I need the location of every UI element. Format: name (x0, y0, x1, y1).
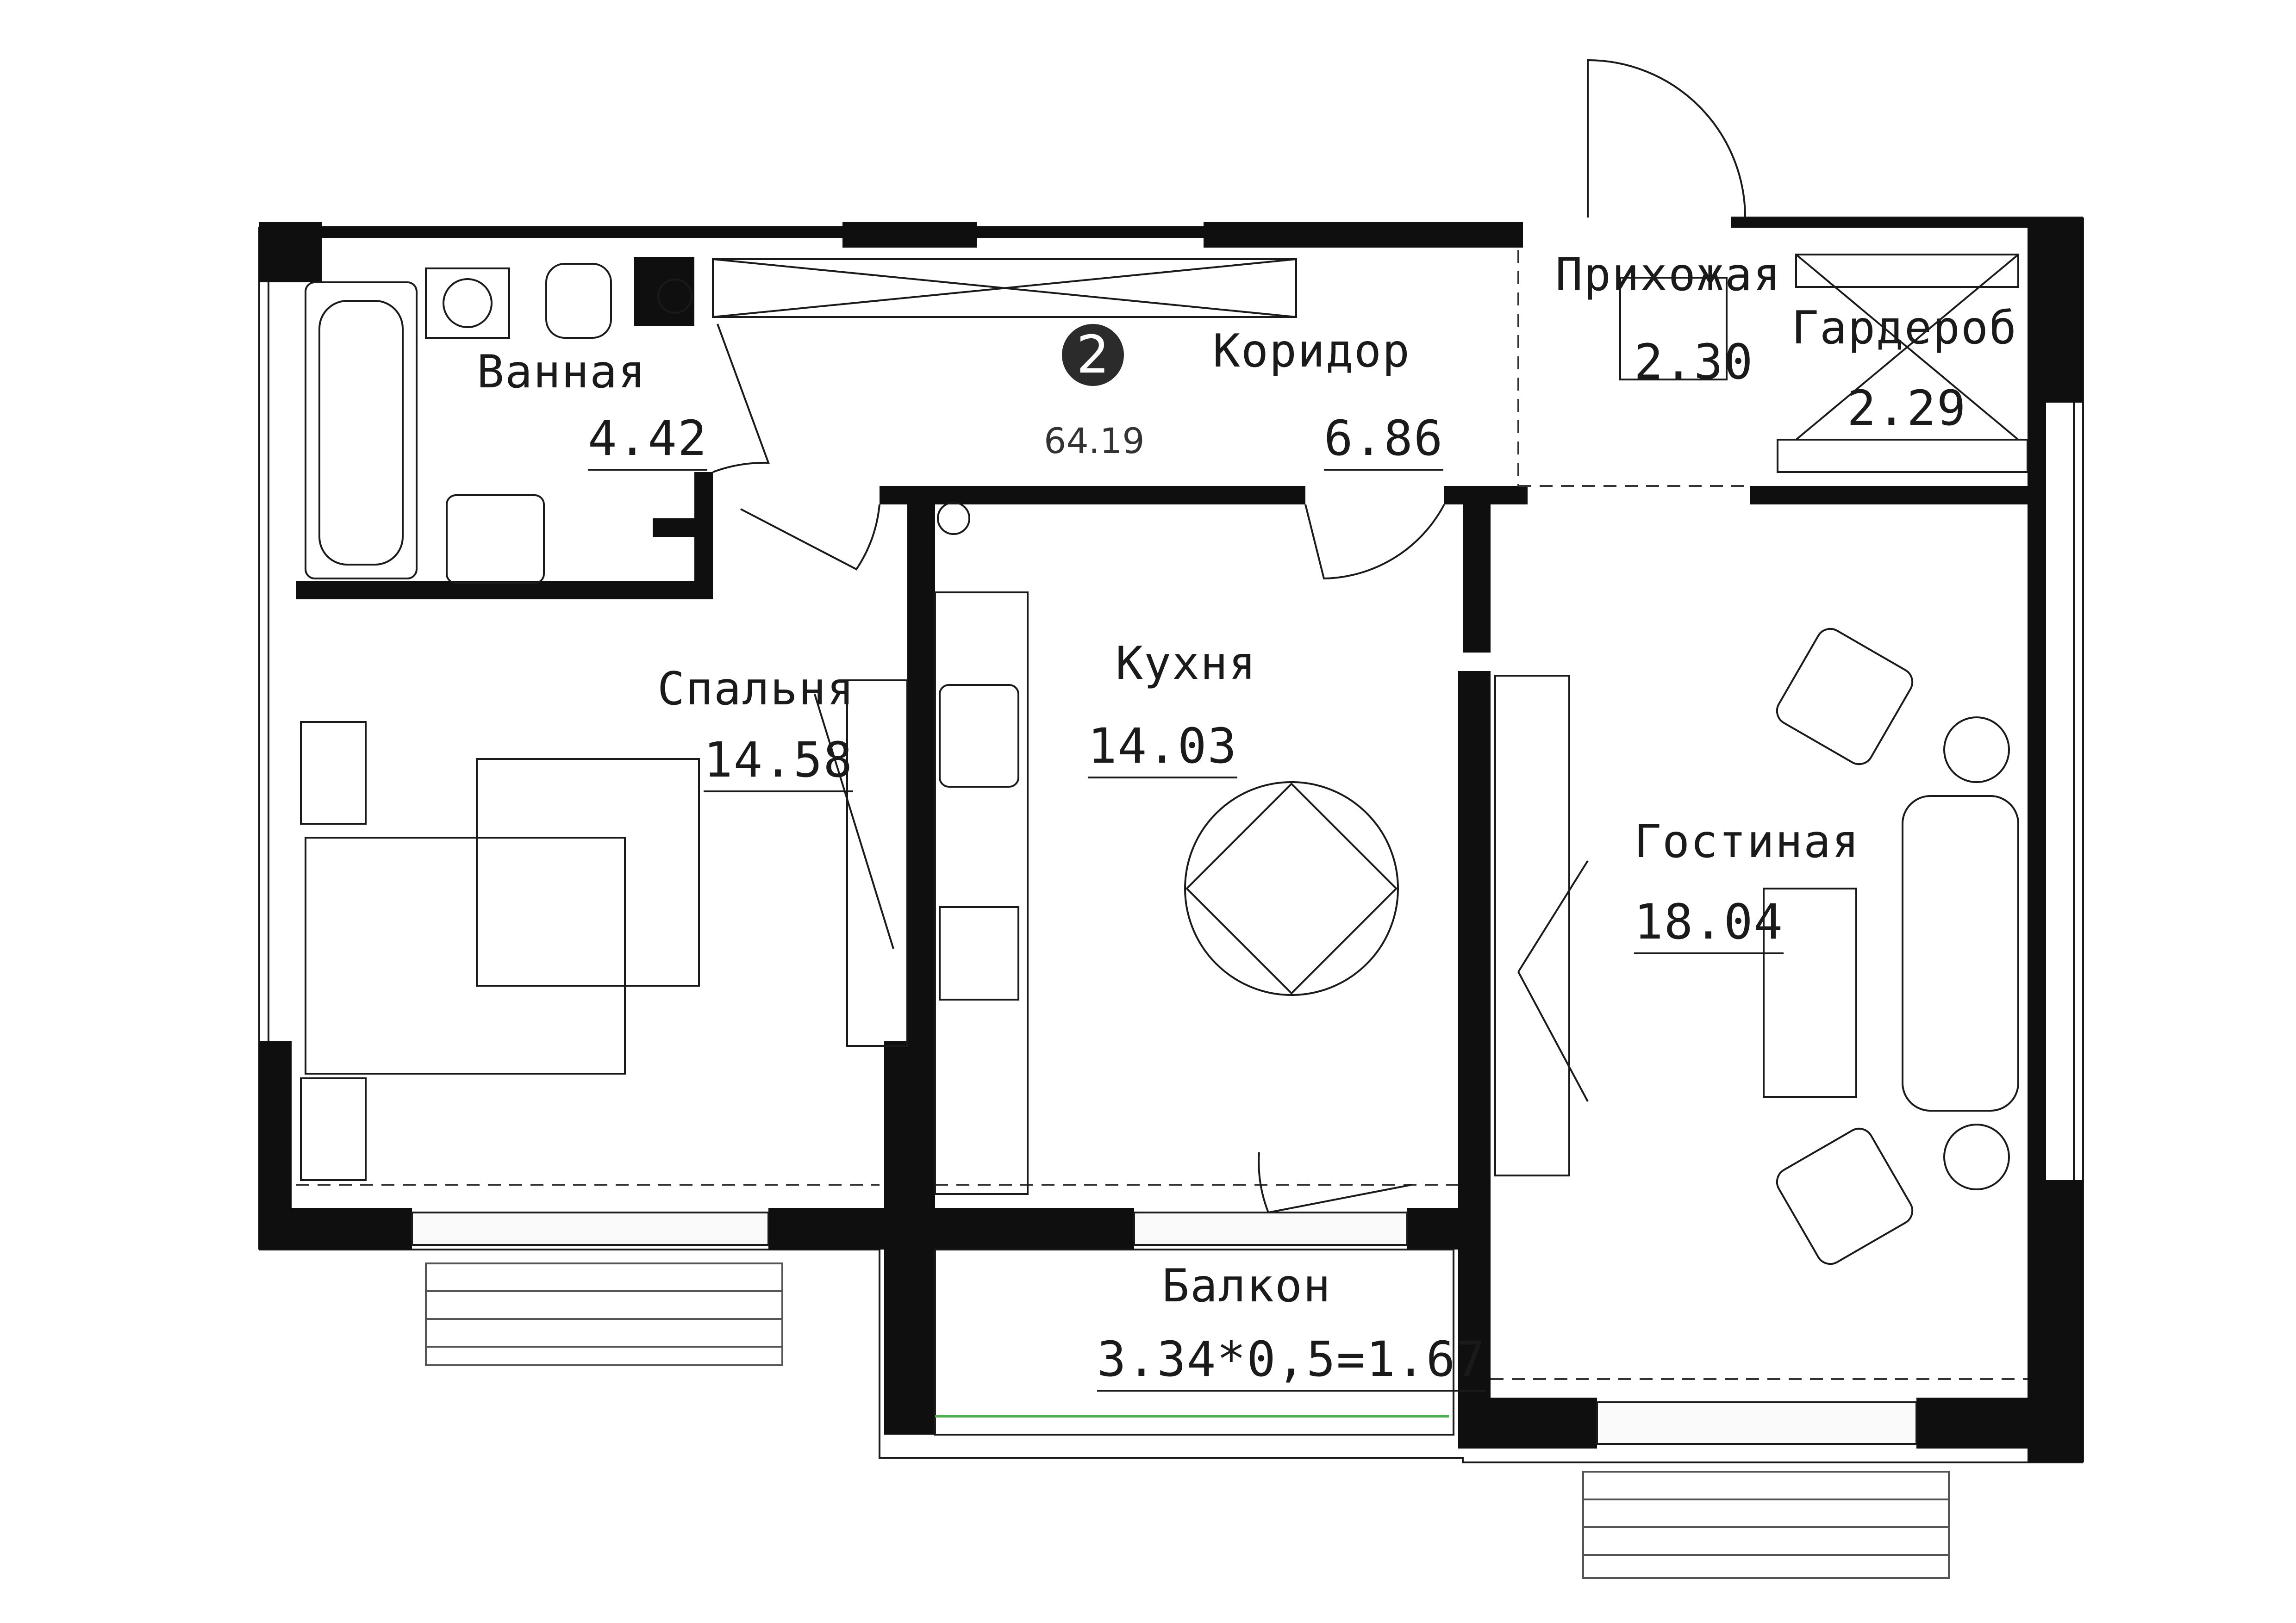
room-name-living: Гостиная (1634, 815, 1860, 868)
entrance-door-swing (1587, 59, 1746, 218)
room-name-kitchen: Кухня (1116, 637, 1257, 690)
kitchen-door (1304, 504, 1445, 580)
wall-bottom-living-r (1916, 1398, 2083, 1449)
wall-kitchen-top (880, 486, 1305, 504)
wardrobe-shelf (1795, 254, 2019, 288)
wall-top-block-1 (842, 222, 977, 248)
room-name-hallway: Прихожая (1555, 249, 1782, 301)
riser-pipe (657, 279, 693, 314)
bathtub-inner (318, 300, 404, 566)
bathtub (305, 281, 418, 579)
bed (305, 837, 626, 1075)
wall-right (2028, 403, 2046, 1180)
bedroom-tv-stand (846, 679, 908, 1047)
bedroom-door (740, 504, 880, 571)
dining-area (1184, 781, 1399, 996)
bathroom-door (712, 323, 770, 473)
total-area: 64.19 (1044, 420, 1145, 461)
wall-shaft-top (634, 257, 694, 326)
washing-machine-drum (443, 278, 493, 328)
wall-bottom-left (292, 1208, 412, 1250)
living-tv-stand (1494, 675, 1570, 1176)
wall-wardrobe-bottom (1750, 486, 2046, 504)
dining-table (1185, 782, 1398, 995)
window-kitchen (1133, 1212, 1408, 1246)
window-living (1596, 1401, 1917, 1445)
toilet (545, 263, 612, 339)
room-area-wardrobe: 2.29 (1847, 380, 1967, 436)
room-area-hallway: 2.30 (1634, 334, 1754, 390)
room-area-bathroom: 4.42 (588, 414, 708, 471)
rooms-count: 2 (1076, 325, 1110, 385)
wall-left-bottom (259, 1041, 292, 1250)
room-name-bathroom: Ванная (477, 346, 647, 398)
wall-right-top (2028, 218, 2083, 403)
balcony-outline (934, 1249, 1454, 1436)
plant-bottom (1943, 1124, 2010, 1190)
sofa (1902, 795, 2019, 1112)
plant-top (1943, 716, 2010, 783)
room-area-bedroom: 14.58 (704, 736, 854, 792)
room-name-balcony: Балкон (1162, 1260, 1332, 1312)
wall-bottom-kitchen (1407, 1208, 1458, 1250)
nightstand-top (300, 721, 367, 825)
wall-bottom-mid (768, 1208, 1134, 1250)
wall-shaft-1 (653, 518, 713, 537)
room-name-wardrobe: Гардероб (1791, 302, 2018, 354)
wall-living-left (1458, 671, 1491, 1435)
ac-unit-bedroom (425, 1262, 783, 1366)
kitchen-stove (939, 906, 1019, 1001)
corridor-closet (712, 258, 1297, 318)
room-area-kitchen: 14.03 (1088, 722, 1238, 778)
wall-balcony-left (884, 1041, 935, 1435)
bedroom-rug (476, 758, 700, 987)
entrance-rug (1619, 277, 1728, 380)
wall-living-left-top (1463, 486, 1491, 653)
washing-machine (425, 267, 510, 339)
balcony-door (1258, 1152, 1412, 1213)
kitchen-counter (934, 591, 1029, 1195)
room-name-bedroom: Спальня (657, 663, 855, 715)
wall-top-right (1731, 218, 2083, 228)
bathroom-sink (446, 494, 545, 584)
room-area-living: 18.04 (1634, 898, 1784, 954)
room-area-balcony: 3.34*0,5=1.67 (1097, 1335, 1486, 1392)
kitchen-riser (937, 502, 970, 535)
window-bedroom (411, 1212, 769, 1246)
coffee-table (1763, 888, 1857, 1098)
rooms-count-badge: 2 (1062, 324, 1124, 386)
wall-top-block-2 (1204, 222, 1523, 248)
nightstand-bottom (300, 1077, 367, 1181)
ac-unit-living (1582, 1471, 1950, 1579)
kitchen-sink (939, 684, 1019, 788)
armchair-bottom (1776, 1127, 1914, 1265)
wardrobe-bar (1777, 439, 2028, 473)
wall-corner-tl (259, 222, 322, 282)
room-name-corridor: Коридор (1213, 325, 1411, 378)
armchair-top (1776, 628, 1914, 765)
room-area-corridor: 6.86 (1324, 414, 1444, 471)
